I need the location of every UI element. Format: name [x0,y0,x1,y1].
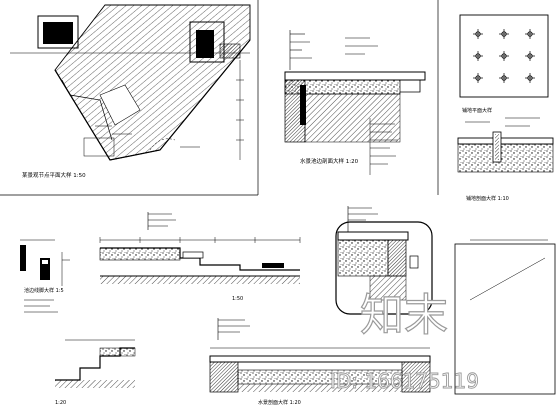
planter [219,43,241,59]
gravel-layer [337,239,389,277]
watermark-brand: 知末 [360,290,448,341]
slab-section [99,347,136,357]
light-fixture-core [495,134,499,160]
plan-view: 某景观节点平面大样 1:50 [0,0,259,196]
wall-section [401,361,431,393]
callout-frame [335,221,433,315]
leader-notes [147,212,176,230]
dimension-chain [236,60,244,160]
paving-light-marker [499,29,509,39]
watermark: 知末 ID: 166175119 [330,289,480,393]
plan-title: 某景观节点平面大样 1:50 [22,171,86,179]
small-detail-title: 池边线脚大样 1:5 [24,287,64,294]
paving-light-marker [473,51,483,61]
step-block [182,251,204,259]
wall-core [300,85,306,125]
frame-box [454,243,556,395]
paving-light-marker [473,29,483,39]
dimension-chain [369,118,398,175]
paving-title: 铺地平面大样 [462,107,492,114]
coping-slab [209,355,431,363]
dimension-ticks [99,237,301,243]
profile-notch [42,260,48,264]
note-lines [95,125,200,148]
frame-line [469,257,546,301]
pool-edge-section: 水景池边剖面大样 1:20 [284,0,439,195]
earth-hatch [238,384,402,392]
dimension-chain [20,239,70,286]
paving-top-layer [457,137,554,145]
slab-section [99,247,181,261]
earth-hatch [100,276,300,284]
paving-plan: 铺地平面大样 铺地剖面大样 1:10 [457,14,554,202]
note-lines [24,299,58,313]
building-box-fill [43,22,73,44]
drain [409,255,419,269]
section-left-title: 1:20 [55,400,66,406]
deck-edge [61,79,113,141]
subgrade [304,93,401,143]
right-frame [454,239,556,395]
deck-edge [54,39,251,161]
earth-hatch [55,380,135,388]
paving-light-marker [525,73,535,83]
section-top-title: 水景池边剖面大样 1:20 [300,157,359,165]
step-cap [262,263,284,268]
bottom-section: 水景剖面大样 1:20 [209,318,431,406]
wall-section [387,239,407,277]
leader-notes [289,30,378,70]
watermark-id: ID: 166175119 [330,369,479,393]
subgrade [369,275,407,301]
paving-light-marker [473,73,483,83]
edge-detail-callout [335,206,433,315]
steps-section: 1:20 [55,339,136,406]
leader-notes [465,117,540,127]
decking-area [54,4,251,161]
small-profile-detail: 池边线脚大样 1:5 [20,239,70,313]
coping-slab [284,71,426,81]
section-lower-title: 1:50 [232,296,243,302]
building-box [37,15,79,49]
wall-section [209,361,239,393]
edge-trim [400,79,421,93]
profile-bar [40,258,50,280]
paving-light-marker [499,51,509,61]
section-bottom-title: 水景剖面大样 1:20 [258,399,301,406]
paving-crosses [473,29,535,83]
paving-light-marker [499,73,509,83]
long-section: 1:50 [99,212,301,302]
paving-light-marker [525,29,535,39]
paving-square [459,14,549,98]
plan-note-box [83,137,115,157]
paving-light-marker [525,51,535,61]
paving-base-layer [457,143,554,173]
paving-detail-title: 铺地剖面大样 1:10 [466,195,509,202]
coping-slab [337,231,409,241]
profile-bar [20,245,26,271]
plaza-panel [99,84,141,126]
leader-notes [217,318,250,340]
